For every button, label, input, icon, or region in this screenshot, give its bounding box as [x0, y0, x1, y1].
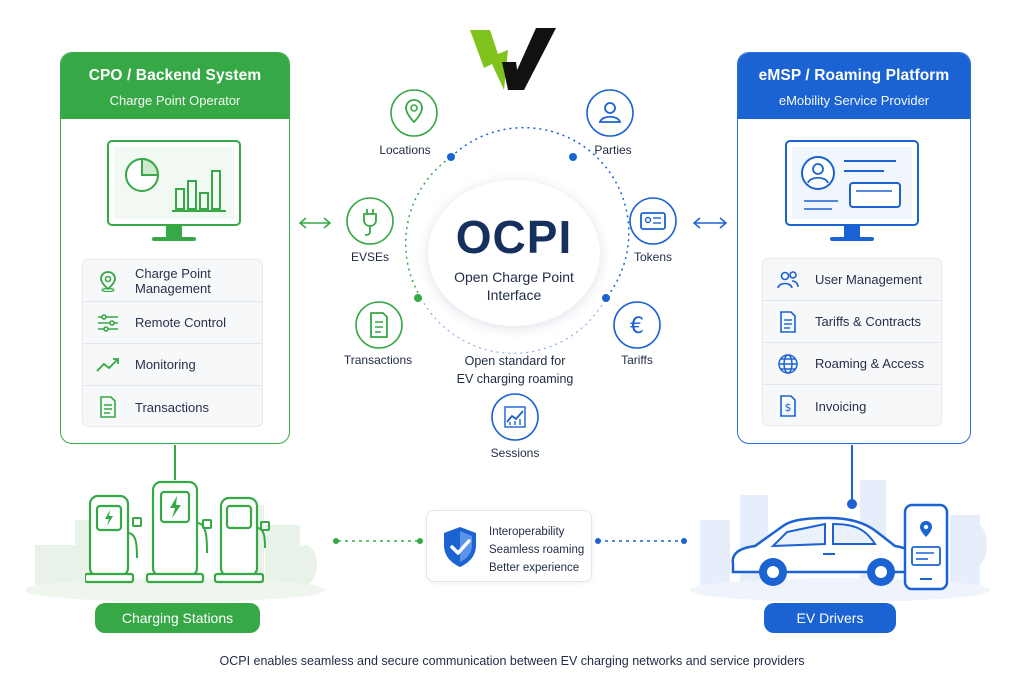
feature-label: Roaming & Access [815, 356, 925, 371]
feature-label: Transactions [135, 399, 209, 415]
left-bidirectional-arrow [298, 217, 332, 229]
svg-text:$: $ [785, 401, 792, 414]
benefit-item: Interoperability [489, 526, 565, 538]
feature-tariffs-contracts: Tariffs & Contracts [763, 301, 941, 343]
feature-label: Remote Control [135, 315, 227, 330]
trend-line-icon [95, 352, 121, 378]
ev-drivers-label: EV Drivers [764, 603, 896, 633]
emsp-panel-title: eMSP / Roaming Platform [758, 67, 950, 84]
cpo-panel: CPO / Backend System Charge Point Operat… [60, 52, 290, 444]
module-label-tokens: Tokens [633, 250, 673, 264]
ring-dot [602, 294, 610, 302]
feature-user-management: User Management [763, 259, 941, 301]
module-label-evses: EVSEs [350, 250, 389, 264]
tokens-module-icon [629, 197, 677, 245]
benefit-item: Better experience [489, 562, 580, 574]
module-label-transactions: Transactions [343, 353, 413, 367]
feature-transactions: Transactions [83, 386, 262, 428]
emsp-feature-list: User Management Tariffs & Contracts Roam… [762, 258, 942, 426]
ocpi-title: OCPI [455, 211, 573, 263]
feature-remote-control: Remote Control [83, 302, 262, 344]
benefits-box: Interoperability Seamless roaming Better… [426, 510, 592, 582]
blue-dotted-arc [450, 126, 630, 299]
tariffs-module-icon: € [613, 301, 661, 349]
ring-dot [447, 153, 455, 161]
emsp-panel-header: eMSP / Roaming Platform eMobility Servic… [738, 53, 970, 119]
document-icon [95, 394, 121, 420]
cpo-panel-subtitle: Charge Point Operator [109, 93, 241, 108]
cpo-panel-title: CPO / Backend System [88, 67, 262, 84]
charging-stations-label: Charging Stations [95, 603, 260, 633]
parties-module-icon [586, 89, 634, 137]
location-pin-icon [95, 268, 121, 294]
transactions-module-icon [355, 301, 403, 349]
module-label-sessions: Sessions [490, 446, 540, 460]
sessions-module-icon [491, 393, 539, 441]
benefits-list: Interoperability Seamless roaming Better… [489, 523, 584, 577]
footer-caption: OCPI enables seamless and secure communi… [219, 654, 805, 668]
feature-label: User Management [815, 272, 922, 287]
sliders-icon [95, 310, 121, 336]
module-label-parties: Parties [594, 143, 632, 157]
users-icon [775, 267, 801, 293]
feature-label: Invoicing [815, 398, 867, 414]
emsp-panel: eMSP / Roaming Platform eMobility Servic… [737, 52, 971, 444]
benefit-item: Seamless roaming [489, 544, 585, 556]
ring-dot [414, 294, 422, 302]
feature-monitoring: Monitoring [83, 344, 262, 386]
feature-invoicing: $ Invoicing [763, 385, 941, 427]
invoice-icon: $ [775, 393, 801, 419]
svg-text:€: € [630, 314, 644, 339]
ring-dot [569, 153, 577, 161]
ev-car-illustration [731, 516, 919, 586]
lightning-v-logo [470, 28, 556, 90]
feature-roaming-access: Roaming & Access [763, 343, 941, 385]
green-dotted-arc [404, 156, 452, 299]
module-label-tariffs: Tariffs [621, 353, 653, 367]
feature-label: Tariffs & Contracts [815, 314, 921, 329]
locations-module-icon [390, 89, 438, 137]
emsp-panel-subtitle: eMobility Service Provider [778, 93, 930, 108]
charging-stations-illustration [85, 480, 270, 584]
phone-app-icon [903, 503, 949, 591]
shield-check-icon [444, 527, 476, 567]
profile-monitor-icon [785, 140, 919, 241]
right-bidirectional-arrow [692, 217, 728, 229]
feature-label: Monitoring [135, 357, 196, 372]
globe-icon [775, 351, 801, 377]
module-label-locations: Locations [379, 143, 431, 157]
cpo-panel-header: CPO / Backend System Charge Point Operat… [61, 53, 289, 119]
document-icon [775, 309, 801, 335]
evses-module-icon [346, 197, 394, 245]
dashboard-monitor-icon [107, 140, 241, 241]
